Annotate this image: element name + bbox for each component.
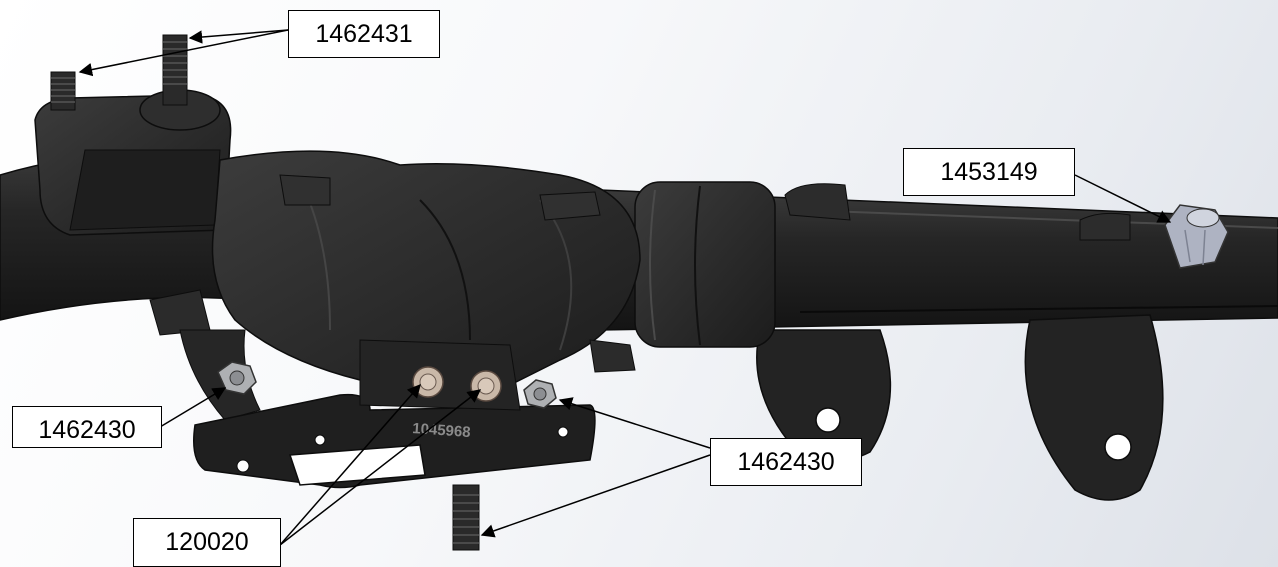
- flange-tab: [1024, 314, 1164, 501]
- nut-right: [523, 379, 557, 409]
- callout-label: 1462430: [737, 447, 835, 476]
- callout-120020: 120020: [133, 518, 281, 567]
- manifold-body: [211, 150, 641, 391]
- callout-label: 1453149: [940, 157, 1038, 186]
- callout-label: 1462430: [38, 416, 136, 444]
- part-stamp: 1045968: [412, 420, 471, 441]
- hex-fitting: [1164, 204, 1229, 269]
- callout-1462431: 1462431: [288, 10, 440, 58]
- callout-1462430-left: 1462430: [12, 406, 162, 448]
- copper-washer: [412, 366, 444, 398]
- callout-1462430-right: 1462430: [710, 438, 862, 486]
- copper-washer: [470, 370, 502, 402]
- stud-top-right: [162, 34, 188, 106]
- callout-1453149: 1453149: [903, 148, 1075, 196]
- callout-label: 1462431: [315, 19, 413, 48]
- stud-top-left: [50, 71, 76, 111]
- pipe-collar: [634, 181, 776, 348]
- stud-bottom: [452, 484, 480, 551]
- callout-label: 120020: [165, 528, 249, 556]
- leader-lines: [78, 29, 1172, 546]
